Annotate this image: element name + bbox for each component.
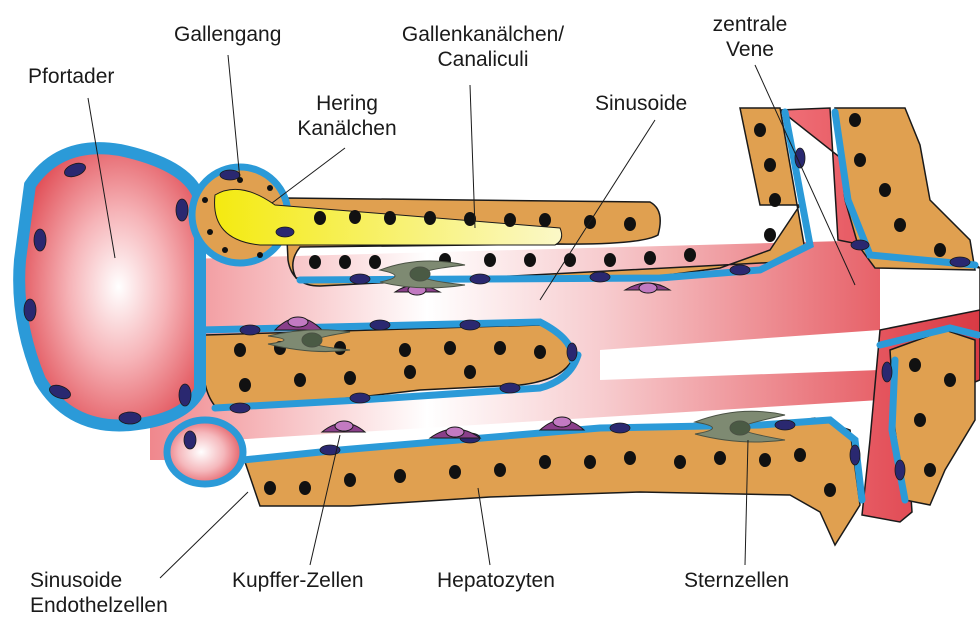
- label-canaliculi-line2: Canaliculi: [378, 47, 588, 72]
- label-sternzellen: Sternzellen: [684, 568, 789, 593]
- label-canaliculi: Gallenkanälchen/ Canaliculi: [378, 22, 588, 72]
- label-hepatozyten: Hepatozyten: [437, 568, 555, 593]
- label-sinusoide: Sinusoide: [595, 91, 687, 116]
- label-hering-line2: Kanälchen: [292, 116, 402, 141]
- label-endothelzellen: Sinusoide Endothelzellen: [30, 568, 168, 618]
- label-canaliculi-line1: Gallenkanälchen/: [378, 22, 588, 47]
- label-pfortader: Pfortader: [28, 64, 114, 89]
- label-zentrale-vene-line1: zentrale: [690, 12, 810, 37]
- portal-vein: [19, 148, 200, 425]
- label-zentrale-vene: zentrale Vene: [690, 12, 810, 62]
- label-endothel-line1: Sinusoide: [30, 568, 168, 593]
- label-kupffer-zellen: Kupffer-Zellen: [232, 568, 364, 593]
- label-endothel-line2: Endothelzellen: [30, 593, 168, 618]
- label-gallengang: Gallengang: [174, 22, 281, 47]
- portal-venule: [167, 420, 243, 484]
- label-zentrale-vene-line2: Vene: [690, 37, 810, 62]
- label-hering-kanaelchen: Hering Kanälchen: [292, 91, 402, 141]
- label-hering-line1: Hering: [292, 91, 402, 116]
